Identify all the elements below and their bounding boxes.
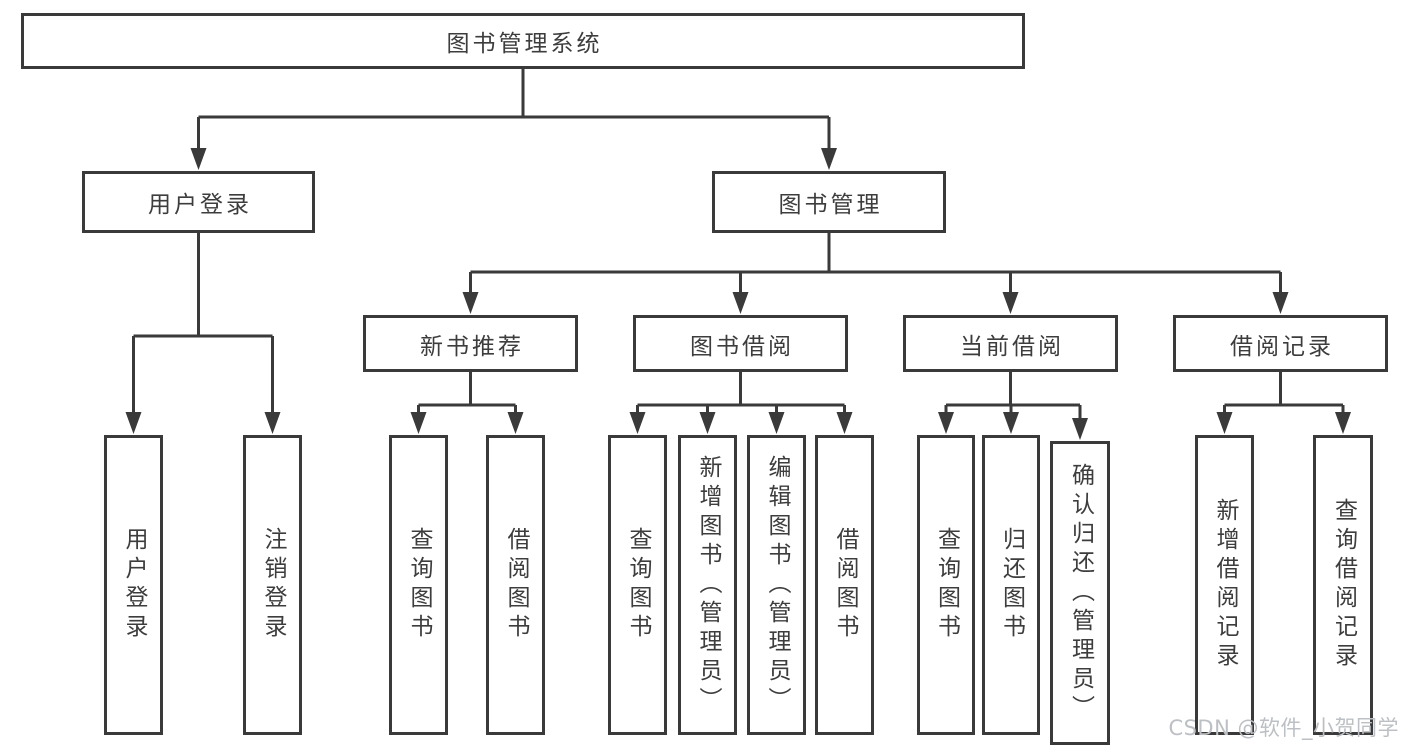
arrow-down-icon <box>1003 412 1019 434</box>
leaf-edit-book-admin: 编辑图书（管理员） <box>747 435 806 735</box>
arrow-down-icon <box>462 292 479 314</box>
leaf-borrow-book: 借阅图书 <box>815 435 874 735</box>
leaf-label: 借阅图书 <box>832 527 858 643</box>
arrow-down-icon <box>1335 412 1351 434</box>
leaf-user-login: 用户登录 <box>104 435 163 735</box>
leaf-label: 借阅图书 <box>503 527 529 643</box>
arrow-down-icon <box>629 412 646 434</box>
node-user-login: 用户登录 <box>82 171 315 233</box>
node-book-borrow: 图书借阅 <box>633 315 848 372</box>
leaf-label: 归还图书 <box>998 527 1025 643</box>
leaf-add-borrow-record: 新增借阅记录 <box>1195 435 1254 735</box>
leaf-label: 编辑图书（管理员） <box>764 454 790 716</box>
arrow-down-icon <box>699 412 716 434</box>
leaf-label: 查询图书 <box>625 527 651 643</box>
arrow-down-icon <box>1072 418 1088 440</box>
leaf-label: 查询图书 <box>933 527 960 643</box>
leaf-return-book: 归还图书 <box>982 435 1040 735</box>
leaf-confirm-return-admin: 确认归还（管理员） <box>1050 441 1110 745</box>
leaf-label: 新增借阅记录 <box>1212 498 1238 672</box>
node-borrow-records: 借阅记录 <box>1173 315 1388 372</box>
tree-edges <box>132 69 1345 423</box>
arrow-down-icon <box>1216 412 1233 434</box>
arrow-down-icon <box>732 292 749 314</box>
leaf-query-books-current: 查询图书 <box>917 435 975 735</box>
arrow-down-icon <box>264 412 281 434</box>
arrow-down-icon <box>190 148 207 170</box>
node-root-system: 图书管理系统 <box>21 13 1025 69</box>
leaf-borrow-books-recommend: 借阅图书 <box>486 435 545 735</box>
leaf-logout: 注销登录 <box>243 435 302 735</box>
leaf-query-books-borrow: 查询图书 <box>608 435 667 735</box>
csdn-watermark: CSDN @软件_小贺同学 <box>1168 716 1399 740</box>
arrow-down-icon <box>1272 292 1289 314</box>
arrowheads <box>125 148 1351 440</box>
node-new-book-recommend: 新书推荐 <box>363 315 578 372</box>
arrow-down-icon <box>507 412 524 434</box>
arrow-down-icon <box>821 148 837 170</box>
arrow-down-icon <box>125 412 142 434</box>
leaf-query-books-recommend: 查询图书 <box>389 435 448 735</box>
leaf-label: 新增图书（管理员） <box>695 454 721 716</box>
arrow-down-icon <box>1002 292 1019 314</box>
node-current-borrow: 当前借阅 <box>903 315 1118 372</box>
arrow-down-icon <box>410 412 427 434</box>
leaf-label: 用户登录 <box>121 527 147 643</box>
arrow-down-icon <box>836 412 853 434</box>
leaf-query-borrow-record: 查询借阅记录 <box>1313 435 1373 735</box>
leaf-label: 查询图书 <box>406 527 432 643</box>
leaf-label: 注销登录 <box>260 527 286 643</box>
arrow-down-icon <box>938 412 954 434</box>
leaf-add-book-admin: 新增图书（管理员） <box>678 435 737 735</box>
node-book-management: 图书管理 <box>712 171 946 233</box>
leaf-label: 查询借阅记录 <box>1330 498 1357 672</box>
arrow-down-icon <box>768 412 785 434</box>
leaf-label: 确认归还（管理员） <box>1067 462 1094 724</box>
